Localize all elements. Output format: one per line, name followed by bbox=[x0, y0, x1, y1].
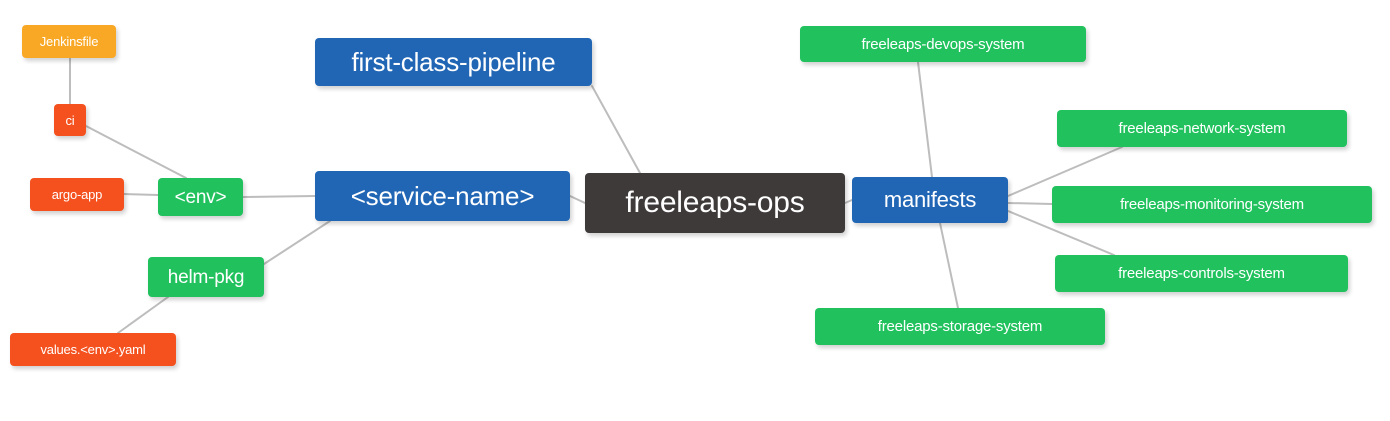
edge-env-to-ci bbox=[85, 125, 187, 179]
edge-root-to-manifests bbox=[844, 199, 853, 204]
mindmap-node-monitoring[interactable]: freeleaps-monitoring-system bbox=[1052, 186, 1372, 223]
mindmap-node-network[interactable]: freeleaps-network-system bbox=[1057, 110, 1347, 147]
edge-helm-to-valuesyaml bbox=[117, 296, 169, 334]
edge-manifests-to-storage bbox=[939, 222, 959, 309]
mindmap-node-env[interactable]: <env> bbox=[158, 178, 243, 216]
edge-env-to-argoapp bbox=[123, 193, 159, 196]
mindmap-node-pipeline[interactable]: first-class-pipeline bbox=[315, 38, 592, 86]
mindmap-node-root[interactable]: freeleaps-ops bbox=[585, 173, 845, 233]
mindmap-node-jenkinsfile[interactable]: Jenkinsfile bbox=[22, 25, 116, 58]
edge-root-to-pipeline bbox=[591, 85, 641, 174]
mindmap-node-controls[interactable]: freeleaps-controls-system bbox=[1055, 255, 1348, 292]
edge-service-to-env bbox=[242, 195, 316, 198]
mindmap-node-ci[interactable]: ci bbox=[54, 104, 86, 136]
mindmap-node-storage[interactable]: freeleaps-storage-system bbox=[815, 308, 1105, 345]
edge-service-to-helm bbox=[263, 220, 331, 265]
edge-manifests-to-monitoring bbox=[1007, 202, 1053, 205]
edge-manifests-to-devops bbox=[917, 61, 933, 178]
mindmap-node-devops[interactable]: freeleaps-devops-system bbox=[800, 26, 1086, 62]
edge-root-to-service bbox=[569, 195, 586, 204]
mindmap-node-helm[interactable]: helm-pkg bbox=[148, 257, 264, 297]
mindmap-node-manifests[interactable]: manifests bbox=[852, 177, 1008, 223]
mindmap-node-service[interactable]: <service-name> bbox=[315, 171, 570, 221]
mindmap-node-argoapp[interactable]: argo-app bbox=[30, 178, 124, 211]
mindmap-node-valuesyaml[interactable]: values.<env>.yaml bbox=[10, 333, 176, 366]
